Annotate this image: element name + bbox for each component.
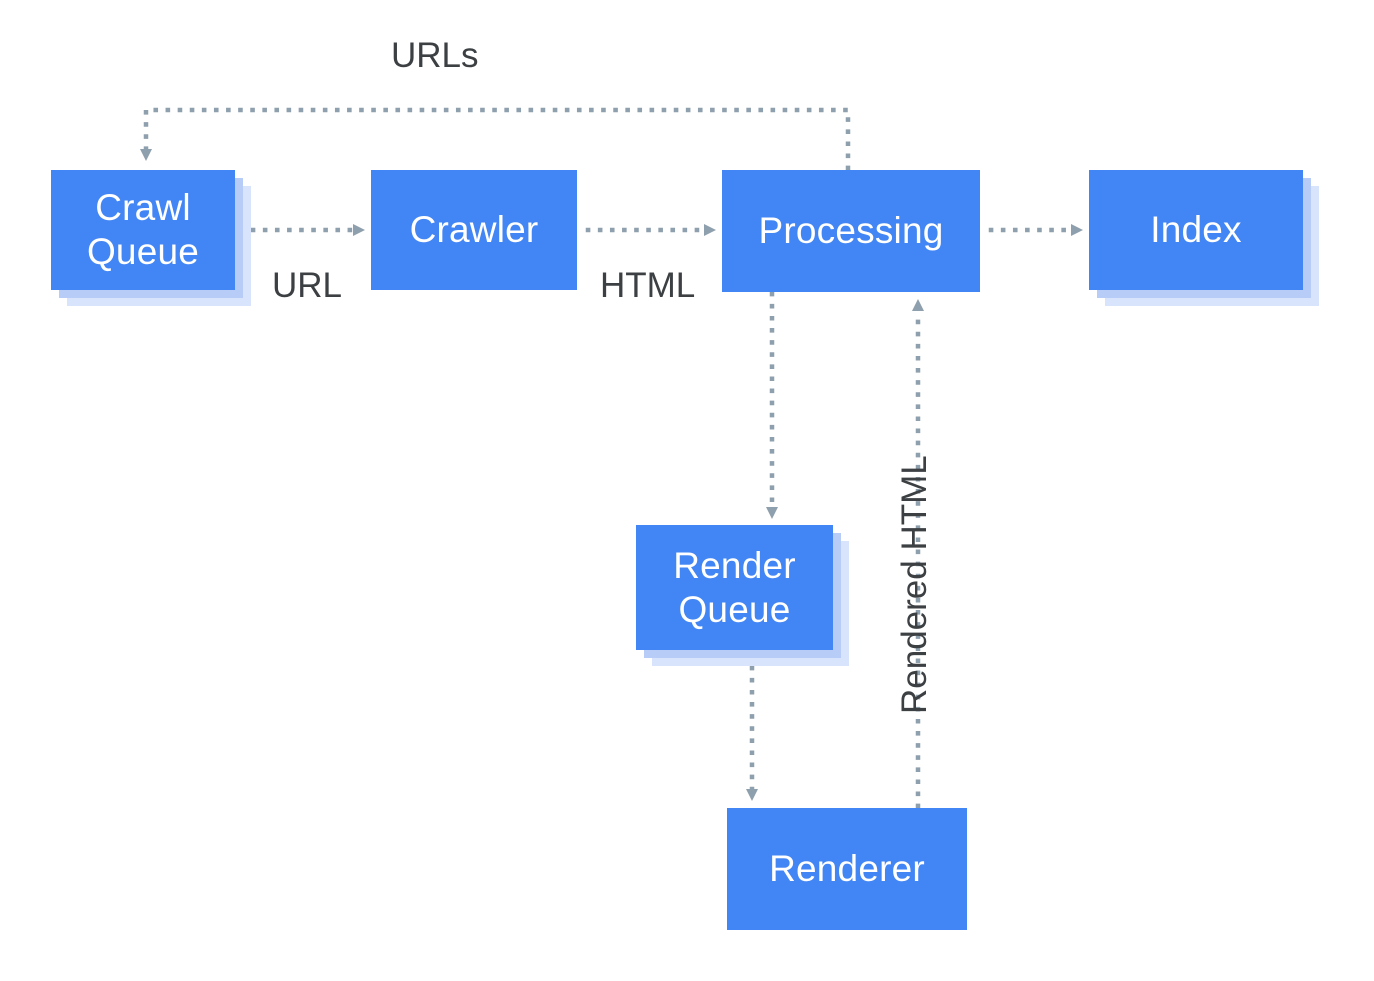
node-face (727, 808, 967, 930)
node-label-crawl-queue: Crawl Queue (86, 187, 200, 272)
node-processing[interactable]: Processing (722, 170, 980, 292)
node-label-processing: Processing (758, 210, 944, 252)
edge-label-urls: URLs (391, 36, 479, 75)
node-renderer[interactable]: Renderer (727, 808, 967, 930)
node-render-queue[interactable]: Render Queue (636, 525, 849, 666)
node-crawler[interactable]: Crawler (371, 170, 577, 290)
node-face (371, 170, 577, 290)
node-face (1089, 170, 1303, 290)
node-face (636, 525, 833, 650)
node-label-renderer: Renderer (769, 848, 925, 890)
node-face (51, 170, 235, 290)
node-index[interactable]: Index (1089, 170, 1319, 306)
edge-label-html: HTML (600, 266, 696, 305)
node-label-index: Index (1150, 209, 1242, 251)
node-label-crawler: Crawler (409, 209, 539, 251)
node-crawl-queue[interactable]: Crawl Queue (51, 170, 251, 306)
node-label-render-queue: Render Queue (673, 544, 796, 630)
edge-processing-to-crawlqueue (140, 107, 851, 171)
edge-label-url: URL (272, 266, 343, 305)
edge-label-rendered-html: Rendered HTML (895, 455, 934, 714)
node-face (722, 170, 980, 292)
